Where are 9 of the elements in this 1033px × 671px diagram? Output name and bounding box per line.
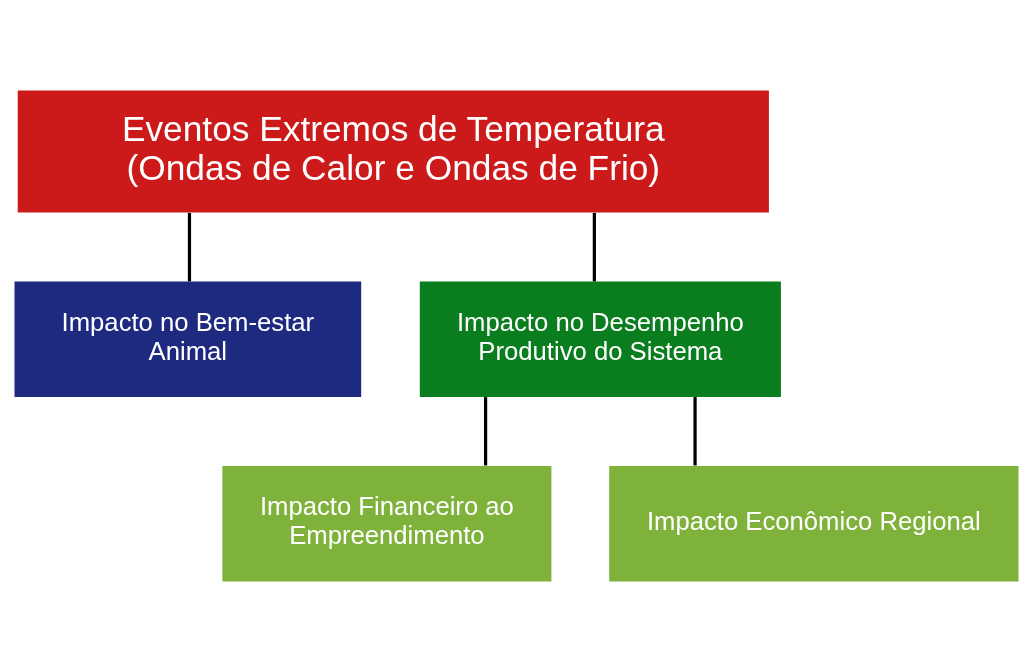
node-box: Impacto Econômico Regional	[609, 465, 1019, 582]
connector	[484, 396, 488, 465]
connector	[693, 396, 697, 465]
node-box: Impacto Financeiro ao Empreendimento	[222, 465, 552, 582]
node-box: Impacto no Desempenho Produtivo do Sistema	[419, 280, 781, 397]
node-box: Eventos Extremos de Temperatura (Ondas de Calor e Ondas de Frio)	[17, 89, 769, 212]
connector	[592, 212, 596, 281]
connector	[187, 212, 192, 281]
node-box: Impacto no Bem-estar Animal	[14, 280, 362, 397]
